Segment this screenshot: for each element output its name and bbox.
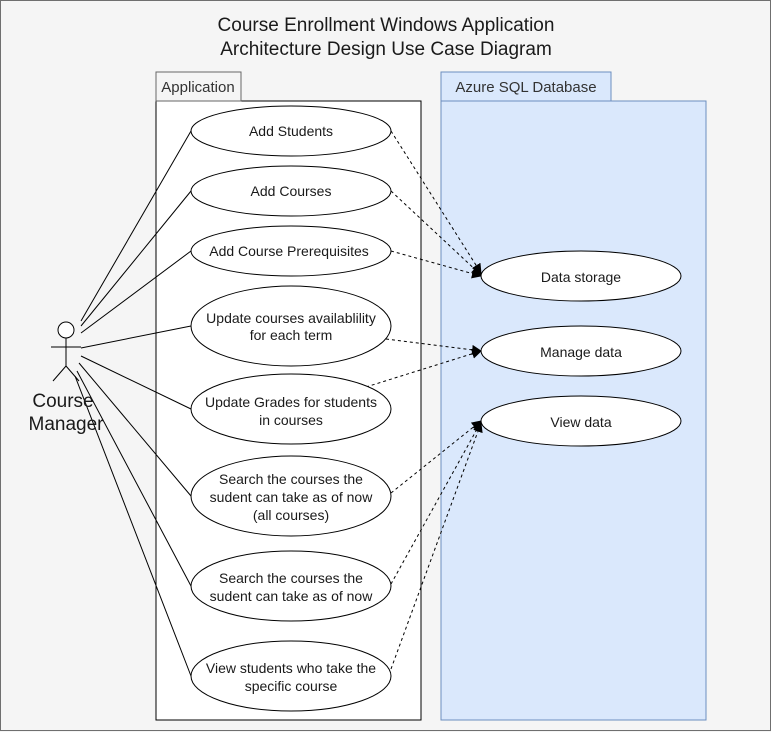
use-case-label: Search the courses the — [219, 471, 363, 487]
diagram-title-line-1: Course Enrollment Windows Application — [218, 15, 555, 36]
actor-associations — [74, 130, 192, 677]
use-case-label: Add Courses — [251, 183, 332, 199]
use-case-label: (all courses) — [253, 507, 329, 523]
actor-right-leg — [65, 365, 80, 382]
assoc-view-students — [74, 375, 192, 677]
data-dependencies — [365, 130, 483, 670]
use-case-label: sudent can take as of now — [210, 489, 374, 505]
use-case-search-courses-now — [190, 550, 392, 622]
actor-head — [57, 321, 75, 339]
use-case-label: Search the courses the — [219, 570, 363, 586]
actor-label-line-2: Manager — [29, 414, 105, 435]
dep-add-courses-storage — [390, 190, 482, 276]
actor-left-leg — [52, 365, 67, 382]
use-case-manage-data — [480, 325, 682, 377]
use-case-label: Add Students — [249, 123, 333, 139]
application-label: Application — [161, 79, 234, 96]
database-use-cases: Data storage Manage data View data — [480, 250, 682, 447]
use-case-label: View data — [550, 414, 611, 430]
dep-search-now-view — [390, 421, 482, 585]
diagram-title-line-2: Architecture Design Use Case Diagram — [220, 39, 552, 60]
assoc-update-availability — [80, 325, 192, 349]
database-label: Azure SQL Database — [455, 79, 596, 96]
use-case-search-all-courses — [190, 455, 392, 537]
actor-label-line-1: Course — [32, 391, 93, 412]
use-case-label: Update courses availablility — [206, 310, 376, 326]
dep-availability-manage — [385, 338, 482, 355]
application-use-cases: Add Students Add Courses Add Course Prer… — [190, 105, 392, 712]
use-case-add-prerequisites — [190, 225, 392, 277]
use-case-label: sudent can take as of now — [210, 588, 374, 604]
use-case-label: Update Grades for students — [205, 394, 377, 410]
use-case-view-data — [480, 395, 682, 447]
use-case-label: in courses — [259, 412, 323, 428]
assoc-add-courses — [80, 190, 192, 327]
application-tab — [155, 71, 242, 102]
use-case-label: for each term — [250, 327, 332, 343]
dep-search-all-view — [390, 420, 482, 494]
assoc-search-all — [78, 362, 192, 497]
use-case-data-storage — [480, 250, 682, 302]
assoc-add-students — [80, 130, 192, 322]
use-case-view-students — [190, 640, 392, 712]
use-case-update-grades — [190, 373, 392, 445]
dep-view-students-view — [390, 422, 483, 670]
assoc-add-prereqs — [80, 250, 192, 334]
dep-add-students-storage — [390, 130, 482, 274]
use-case-add-courses — [190, 165, 392, 217]
database-tab — [440, 71, 612, 102]
assoc-update-grades — [80, 355, 192, 410]
use-case-update-availability — [190, 285, 392, 367]
use-case-add-students — [190, 105, 392, 157]
use-case-label: specific course — [245, 678, 338, 694]
use-case-label: Add Course Prerequisites — [209, 243, 369, 259]
use-case-label: Data storage — [541, 269, 621, 285]
dep-grades-manage — [365, 348, 482, 388]
assoc-search-now — [76, 370, 192, 587]
use-case-label: Manage data — [540, 344, 622, 360]
actor-figure — [51, 321, 81, 382]
use-case-label: View students who take the — [206, 660, 376, 676]
